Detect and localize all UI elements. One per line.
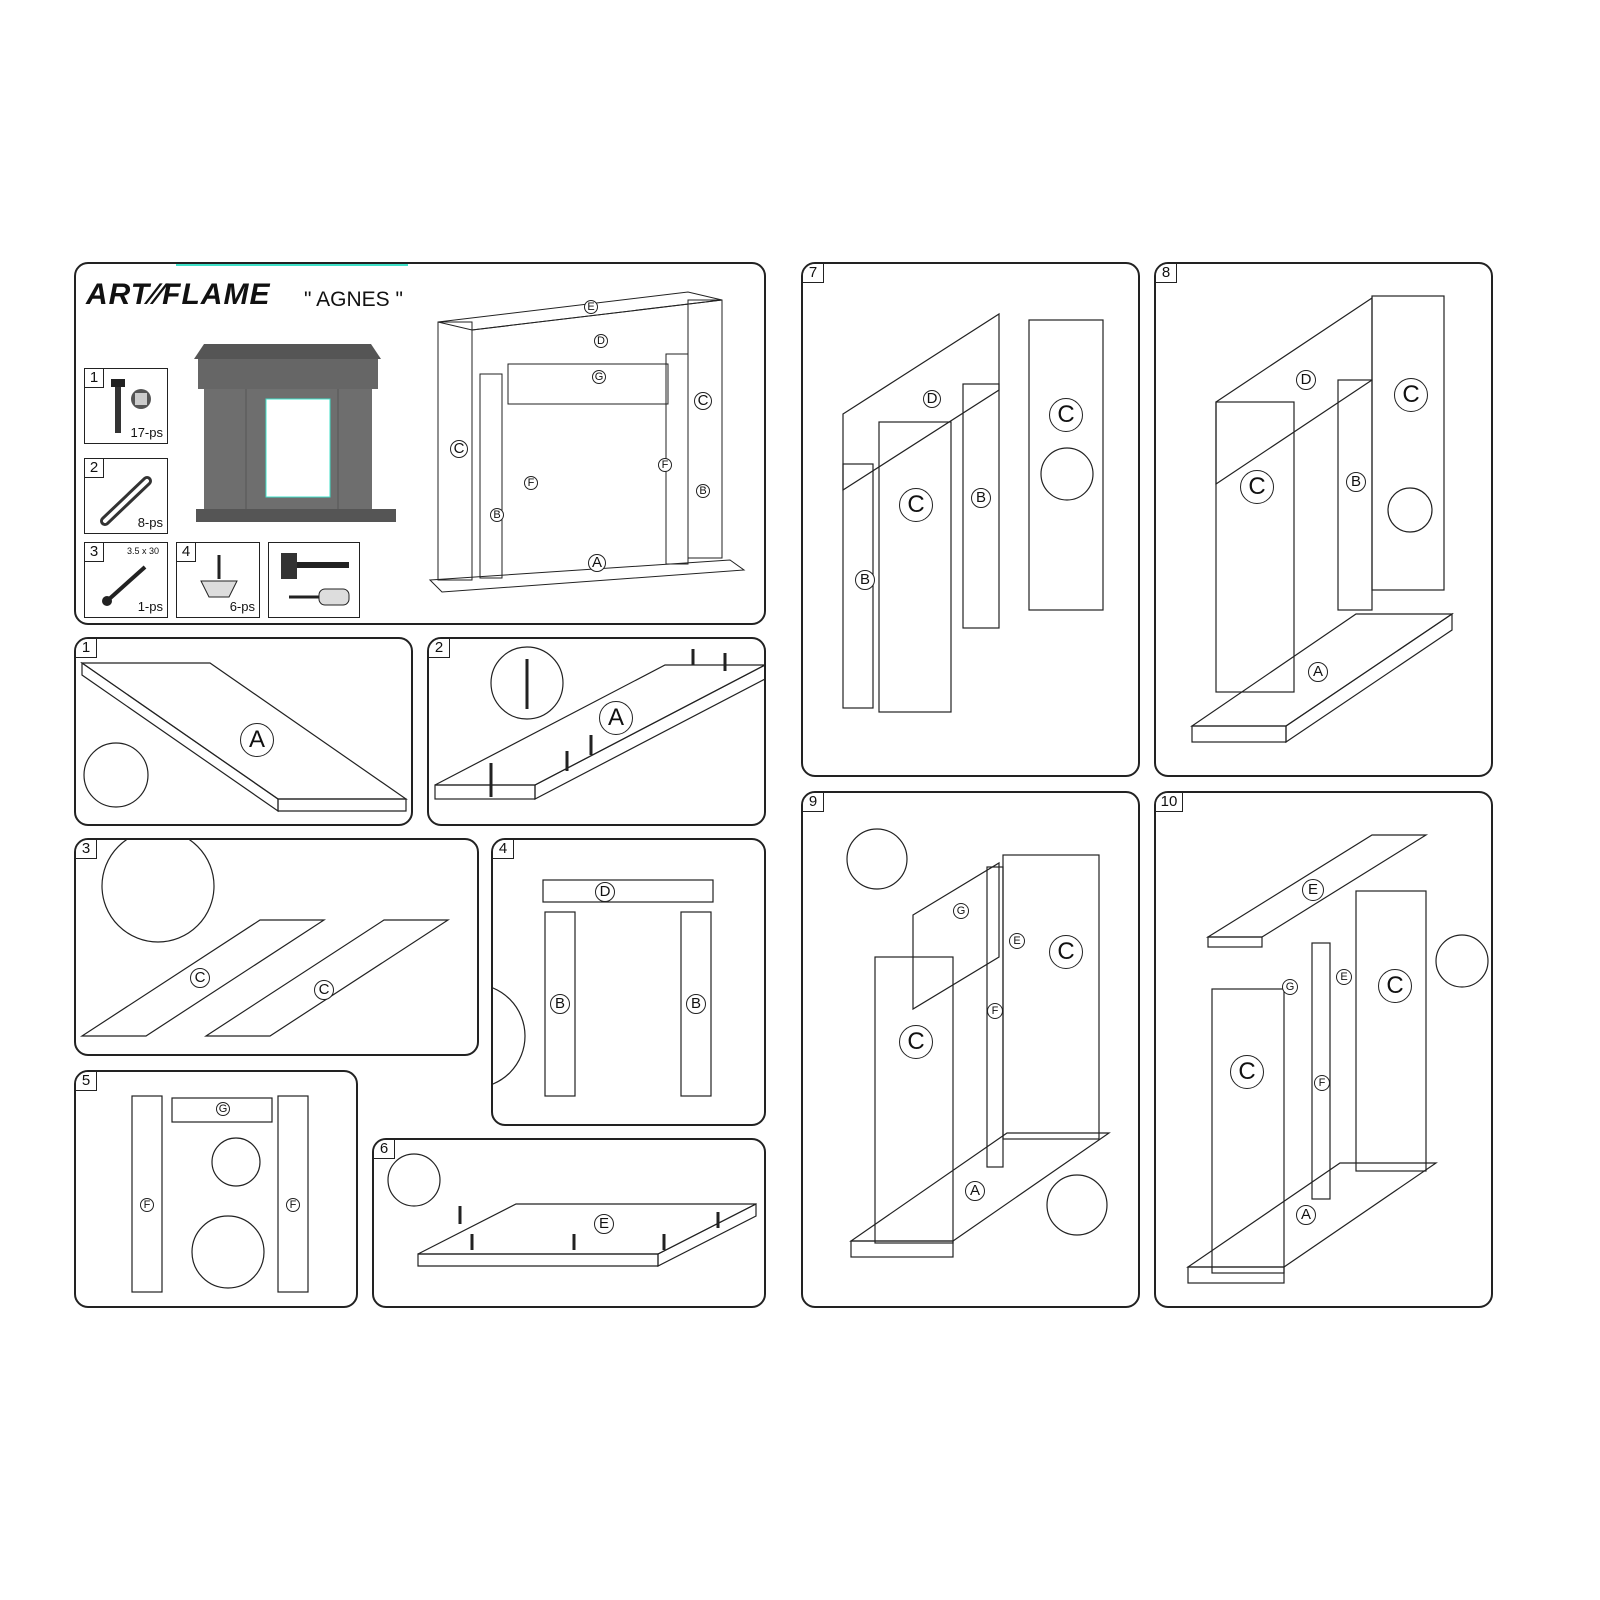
fireplace-render [194, 344, 396, 522]
step-number: 2 [429, 639, 450, 658]
step-4-label-B-1: B [550, 994, 570, 1014]
overview-label-B-right: B [696, 484, 710, 498]
step-3-panel: 3 C C [74, 838, 479, 1056]
hammer-screwdriver-icon [281, 553, 350, 606]
step-4-label-D: D [595, 882, 615, 902]
step-10-label-E-1: E [1302, 879, 1324, 901]
part-box-4: 4 6-ps [176, 542, 260, 618]
step-9-label-A: A [965, 1181, 985, 1201]
step-9-panel: 9 G E C C F A [801, 791, 1140, 1308]
step-2-panel: 2 A [427, 637, 766, 826]
overview-label-A: A [588, 554, 606, 572]
step-9-label-C-2: C [899, 1025, 933, 1059]
step-9-label-C-1: C [1049, 935, 1083, 969]
step-10-label-G: G [1282, 979, 1298, 995]
step-7-drawing [842, 312, 1104, 713]
step-6-panel: 6 E [372, 1138, 766, 1308]
step-7-label-C-1: C [899, 488, 933, 522]
part-box-tools [268, 542, 360, 618]
step-10-label-A: A [1296, 1205, 1316, 1225]
step-number: 7 [803, 264, 824, 283]
step-number: 8 [1156, 264, 1177, 283]
overview-label-G: G [592, 370, 606, 384]
step-8-label-A: A [1308, 662, 1328, 682]
step-8-panel: 8 D C C B A [1154, 262, 1493, 777]
model-name: " AGNES " [304, 288, 403, 311]
step-7-label-B-1: B [971, 488, 991, 508]
brand-underline [176, 264, 408, 266]
step-9-label-E: E [1009, 933, 1025, 949]
step-8-label-C-1: C [1240, 470, 1274, 504]
step-10-label-F: F [1314, 1075, 1330, 1091]
screw-icon [102, 565, 147, 606]
overview-label-C-left: C [450, 440, 468, 458]
overview-label-F-left: F [524, 476, 538, 490]
step-1-label-A: A [240, 723, 274, 757]
step-3-drawing [79, 840, 451, 1037]
step-number: 1 [76, 639, 97, 658]
overview-label-E: E [584, 300, 598, 314]
step-9-label-F: F [987, 1003, 1003, 1019]
step-number: 9 [803, 793, 824, 812]
step-4-label-B-2: B [686, 994, 706, 1014]
part-box-2: 2 8-ps [84, 458, 168, 534]
part-number: 2 [85, 459, 104, 478]
part-size: 3.5 x 30 [126, 546, 159, 556]
step-5-panel: 5 G F F [74, 1070, 358, 1308]
overview-label-C-right: C [694, 392, 712, 410]
part-qty: 8-ps [137, 515, 163, 530]
step-2-drawing [434, 646, 764, 800]
part-number: 4 [177, 543, 196, 562]
step-5-drawing [131, 1095, 309, 1293]
step-3-label-C-2: C [314, 980, 334, 1000]
step-10-label-E-2: E [1336, 969, 1352, 985]
step-7-label-B-2: B [855, 570, 875, 590]
step-5-label-G: G [216, 1102, 230, 1116]
step-number: 4 [493, 840, 514, 859]
step-6-label-E: E [594, 1214, 614, 1234]
step-1-panel: 1 A [74, 637, 413, 826]
step-4-panel: 4 D B B [491, 838, 766, 1126]
step-2-label-A: A [599, 701, 633, 735]
exploded-overview-diagram [428, 291, 746, 593]
step-8-label-B: B [1346, 472, 1366, 492]
step-3-label-C-1: C [190, 968, 210, 988]
part-box-3: 3 3.5 x 30 1-ps [84, 542, 168, 618]
step-8-drawing [1190, 295, 1454, 744]
overview-label-F-right: F [658, 458, 672, 472]
overview-label-D: D [594, 334, 608, 348]
step-10-drawing [1186, 834, 1489, 1284]
part-qty: 17-ps [130, 425, 163, 440]
part-number: 1 [85, 369, 104, 388]
step-7-label-C-2: C [1049, 398, 1083, 432]
step-5-label-F-2: F [286, 1198, 300, 1212]
step-8-label-C-2: C [1394, 378, 1428, 412]
step-9-drawing [846, 828, 1111, 1258]
part-box-1: 1 17-ps [84, 368, 168, 444]
step-10-label-C-2: C [1230, 1055, 1264, 1089]
wooden-dowel-icon [100, 476, 152, 526]
step-number: 3 [76, 840, 97, 859]
cam-bolt-icon [111, 379, 151, 433]
step-10-label-C-1: C [1378, 969, 1412, 1003]
step-number: 10 [1156, 793, 1183, 812]
step-1-drawing [80, 661, 408, 813]
step-7-label-D: D [923, 390, 941, 408]
step-number: 6 [374, 1140, 395, 1159]
brand-logo: ART∕∕FLAME [86, 278, 271, 311]
plastic-foot-icon [200, 555, 238, 598]
part-qty: 1-ps [137, 599, 163, 614]
overview-label-B-left: B [490, 508, 504, 522]
step-6-drawing [387, 1153, 757, 1267]
step-5-label-F-1: F [140, 1198, 154, 1212]
step-10-panel: 10 E G E C C F A [1154, 791, 1493, 1308]
step-7-panel: 7 D C C B B [801, 262, 1140, 777]
step-number: 5 [76, 1072, 97, 1091]
step-4-drawing [493, 879, 714, 1097]
part-qty: 6-ps [229, 599, 255, 614]
overview-panel: ART∕∕FLAME " AGNES " 1 17-ps 2 8-ps 3 3.… [74, 262, 766, 625]
step-9-label-G: G [953, 903, 969, 919]
step-8-label-D: D [1296, 370, 1316, 390]
part-number: 3 [85, 543, 104, 562]
